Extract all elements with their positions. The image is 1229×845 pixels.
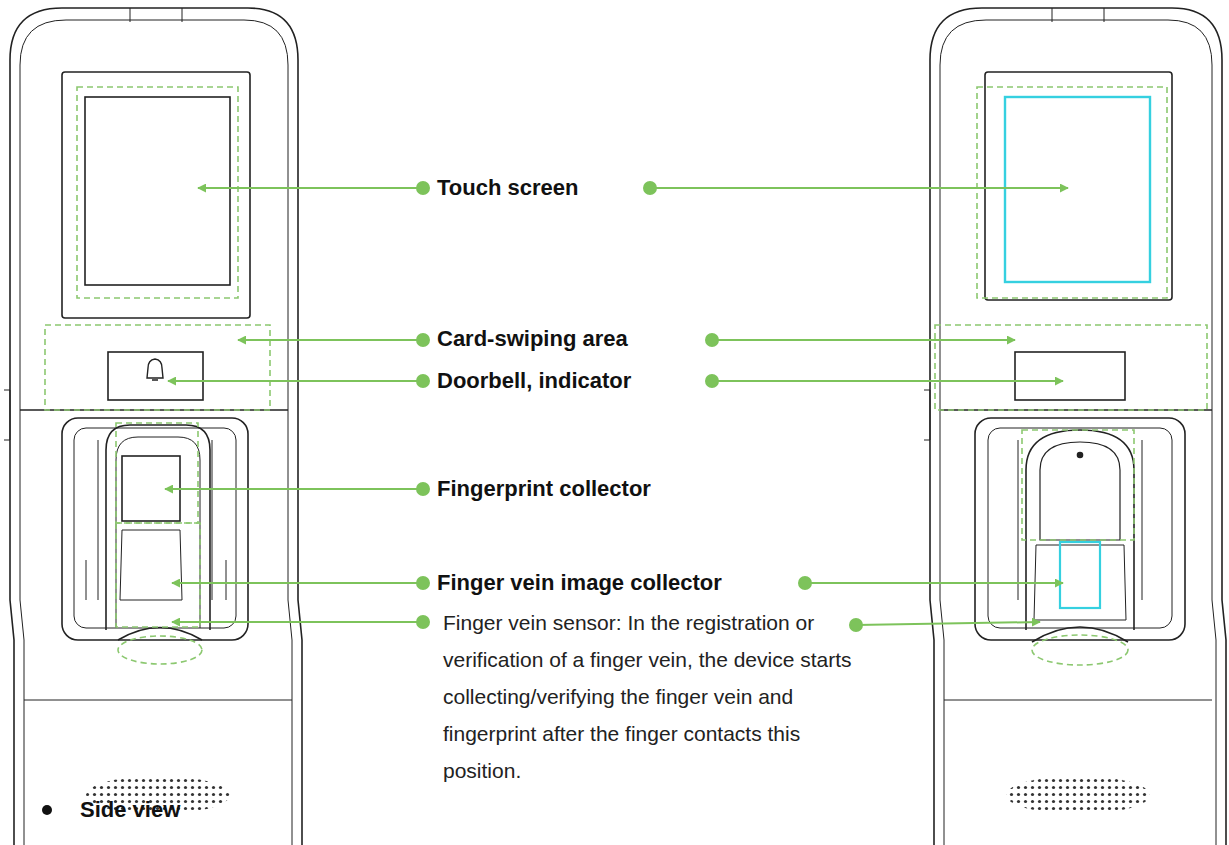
bell-symbol <box>147 359 163 380</box>
part-label: Fingerprint collector <box>437 476 797 502</box>
bullet <box>42 805 52 815</box>
part-label: Card-swiping area <box>437 326 797 352</box>
view-label: Side view <box>80 797 280 823</box>
left-dashed-areas <box>45 87 270 664</box>
left-device <box>4 8 302 845</box>
right-dashed-areas <box>935 87 1207 665</box>
vein-window-highlight <box>1060 542 1100 608</box>
part-label: Finger vein image collector <box>437 570 807 596</box>
note-text: Finger vein sensor: In the registration … <box>443 604 855 789</box>
screen-highlight <box>1005 97 1150 282</box>
right-device <box>924 8 1226 845</box>
leader-lines <box>165 182 1068 631</box>
speaker-grille <box>1006 776 1150 814</box>
part-label: Doorbell, indicator <box>437 368 797 394</box>
part-label: Touch screen <box>437 175 797 201</box>
